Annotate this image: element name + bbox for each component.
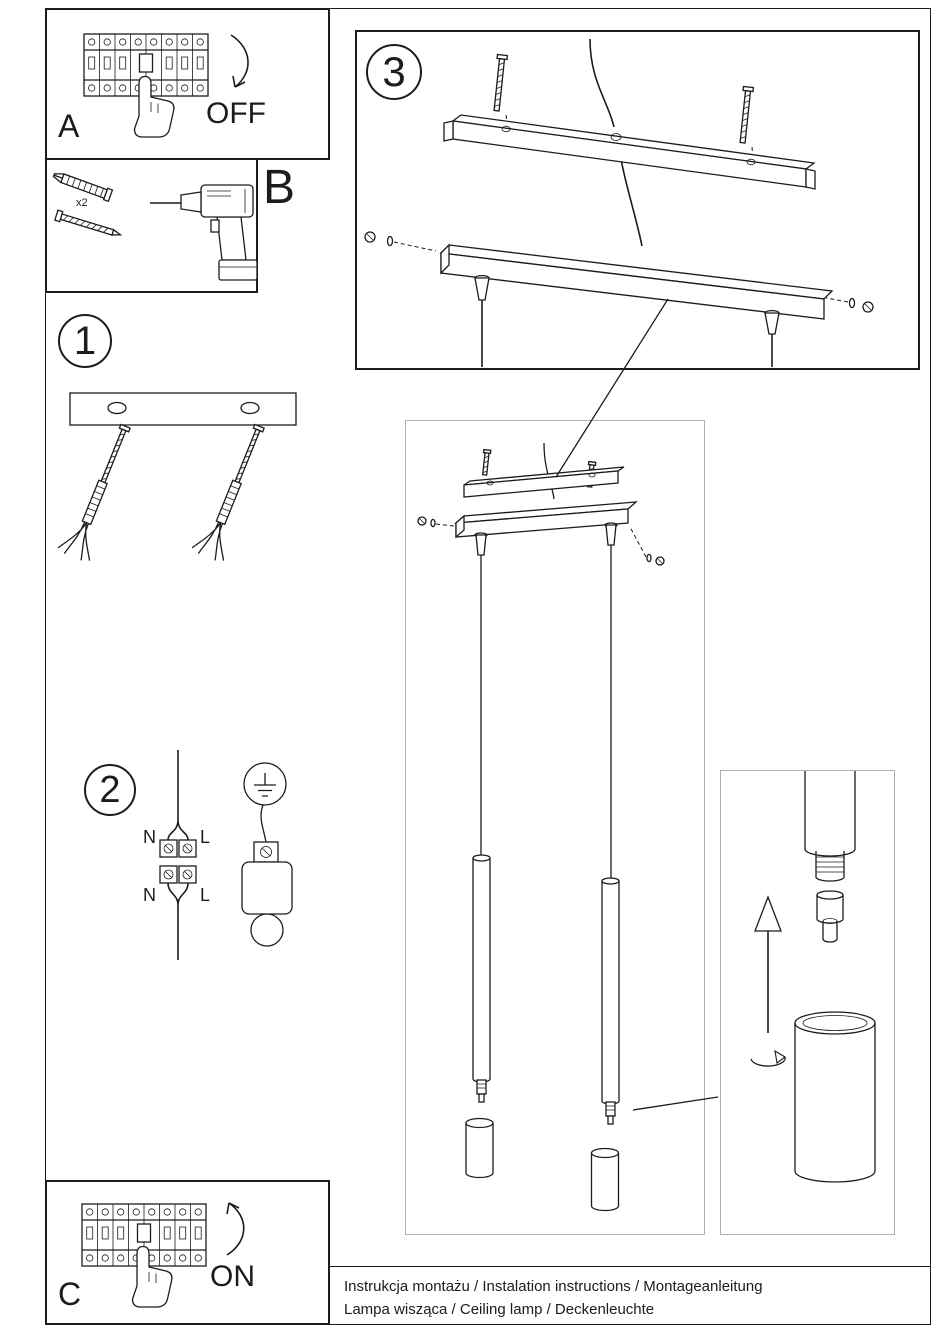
anchor-screw-left (57, 423, 131, 561)
bulb-detail-illustration (750, 771, 876, 1183)
cord-grip-right (604, 522, 618, 546)
panel-b-label: B (263, 161, 296, 214)
footer-title-line: Instrukcja montażu / Instalation instruc… (344, 1278, 763, 1295)
pendant-tube-right (601, 877, 620, 1125)
shade-detail (794, 1011, 876, 1183)
footer-product-line: Lampa wisząca / Ceiling lamp / Deckenleu… (344, 1301, 655, 1318)
power-cord (543, 442, 555, 500)
lamp-shade-left (465, 1117, 494, 1179)
circuit-breaker-on-illustration (81, 1203, 207, 1308)
step-2-number: 2 (99, 768, 121, 811)
hand-icon (133, 75, 175, 138)
terminal-label-l-bottom: L (200, 885, 211, 905)
panel-b (45, 158, 258, 293)
ceiling-plate (69, 392, 297, 426)
supply-wire (167, 750, 189, 960)
side-screw-right (629, 526, 665, 566)
rotate-arrow-icon (750, 1049, 786, 1067)
insert-arrow-up-icon (754, 895, 782, 1033)
terminal-label-l-top: L (200, 827, 211, 847)
step-3-illustration (364, 38, 874, 367)
mounting-screw-right (739, 85, 755, 144)
step-1-badge: 1 (58, 314, 112, 368)
tube-end (804, 771, 856, 882)
panel-c-label: C (58, 1276, 82, 1312)
mounting-screw-left (493, 53, 509, 112)
anchor-screw-right (191, 423, 265, 561)
terminal-label-n-top: N (143, 827, 156, 847)
assembly-screw-left (481, 448, 492, 476)
mounting-bracket (463, 466, 625, 498)
arrow-on-icon (226, 1202, 245, 1256)
side-screw-right (825, 297, 874, 313)
ground-symbol-icon (243, 762, 287, 806)
panel-a (45, 8, 330, 160)
wall-plug-and-screw-illustration (52, 173, 123, 236)
pendant-tube-left (472, 854, 491, 1103)
lamp-shade-right (590, 1147, 620, 1212)
cord-grip-left (474, 532, 488, 556)
circuit-breaker-off-illustration (83, 33, 209, 138)
terminal-label-n-bottom: N (143, 885, 156, 905)
drill-illustration (150, 184, 258, 281)
step-1-number: 1 (73, 318, 97, 363)
canopy (439, 243, 834, 320)
panel-a-action-off: OFF (206, 97, 266, 130)
panel-c-action-on: ON (210, 1260, 255, 1293)
ground-connector (241, 804, 293, 947)
bulb (816, 890, 844, 943)
step-1-illustration (57, 392, 297, 561)
canopy (454, 501, 638, 539)
arrow-off-icon (230, 34, 249, 88)
side-screw-left (364, 231, 437, 252)
panel-c (45, 1180, 330, 1325)
drill-icon (150, 184, 258, 281)
mounting-bracket (443, 114, 816, 190)
cord-grip-right (764, 309, 780, 367)
step-3-badge: 3 (366, 44, 422, 100)
pendant-lamp-assembly-illustration (417, 442, 665, 1212)
side-screw-left (417, 516, 455, 528)
footer: Instrukcja montażu / Instalation instruc… (330, 1266, 931, 1325)
step-2-illustration (159, 750, 293, 960)
panel-a-label: A (58, 108, 80, 144)
terminal-block (159, 839, 197, 884)
hand-icon (131, 1245, 173, 1308)
screw-icon (54, 209, 123, 236)
panel-b-quantity: x2 (76, 197, 88, 209)
detail-panel (720, 770, 895, 1235)
step-2-badge: 2 (84, 764, 136, 816)
cord-grip-left (474, 274, 490, 367)
wall-plug-icon (52, 173, 114, 203)
main-switch-toggle (138, 53, 154, 73)
step-3-number: 3 (382, 48, 406, 95)
main-switch-toggle (136, 1223, 152, 1243)
